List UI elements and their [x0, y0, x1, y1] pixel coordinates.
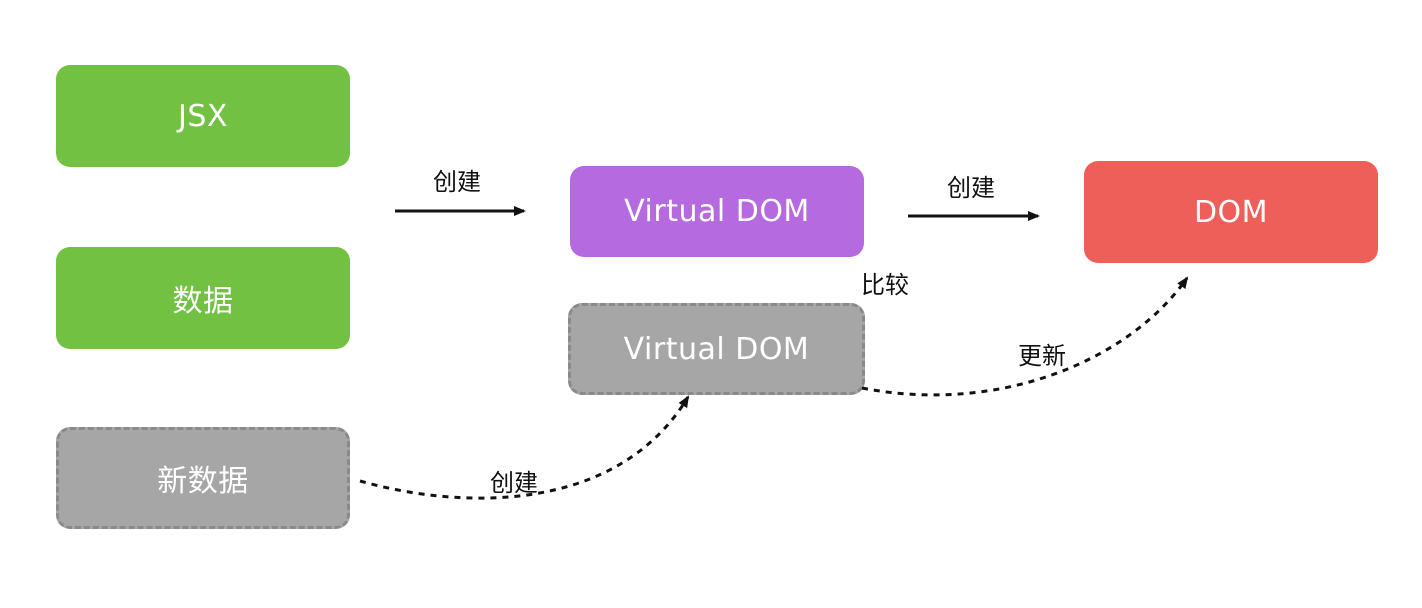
virtual-dom-node: Virtual DOM [570, 166, 864, 257]
update-label: 更新 [1018, 342, 1066, 370]
new-virtual-dom-node-label: Virtual DOM [623, 331, 810, 367]
jsx-node-label: JSX [178, 98, 228, 134]
data-node-label: 数据 [172, 284, 234, 319]
new-data-node: 新数据 [56, 427, 350, 529]
virtual-dom-node-label: Virtual DOM [624, 194, 810, 229]
create-vdom-label: 创建 [433, 168, 481, 196]
data-node: 数据 [56, 247, 350, 349]
new-virtual-dom-node: Virtual DOM [568, 303, 865, 395]
dom-node-label: DOM [1193, 194, 1269, 230]
create-new-vdom-label: 创建 [490, 469, 538, 497]
compare-label: 比较 [861, 271, 909, 299]
arrow-new-data-to-new-vdom [359, 395, 690, 500]
jsx-node: JSX [56, 65, 350, 167]
arrow-new-vdom-to-dom [861, 276, 1189, 397]
dom-node: DOM [1084, 161, 1378, 263]
new-data-node-label: 新数据 [157, 464, 249, 499]
create-dom-label: 创建 [947, 174, 995, 202]
